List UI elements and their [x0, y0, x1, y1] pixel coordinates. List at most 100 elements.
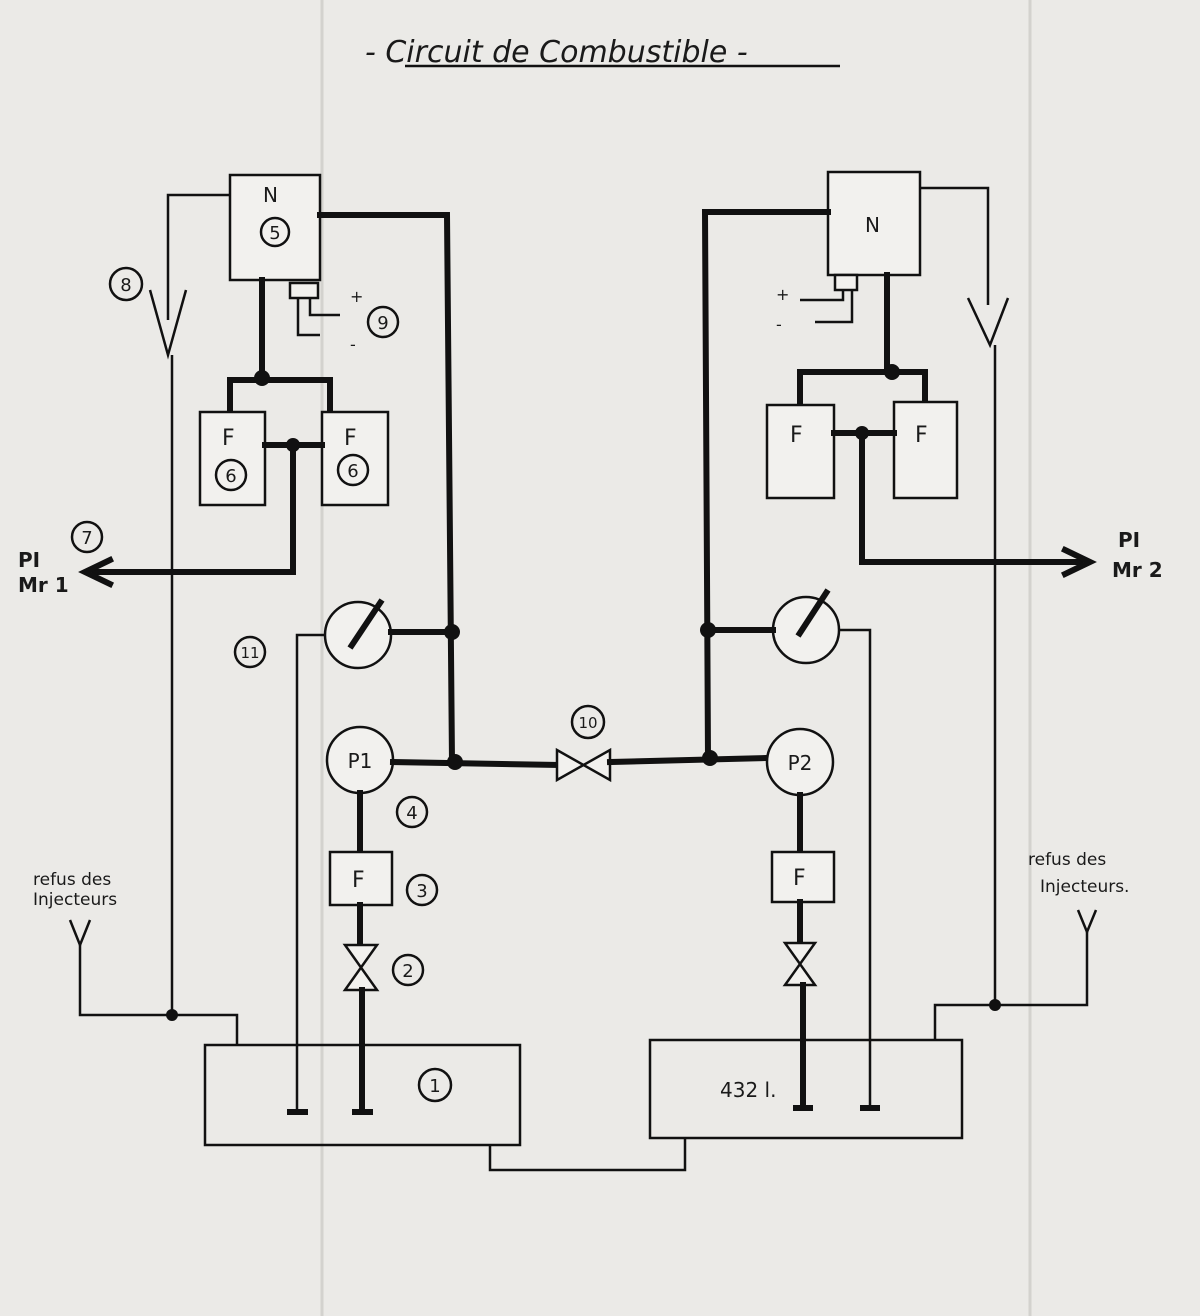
pipe	[797, 369, 928, 408]
wire	[800, 290, 845, 302]
arrow-right-icon	[1060, 545, 1097, 579]
filter-label: F	[793, 866, 806, 891]
filter-f-right-b	[892, 400, 959, 500]
filter-label: F	[790, 423, 803, 448]
gauge-right	[771, 595, 841, 665]
return-funnel-icon	[966, 297, 1010, 349]
junction	[254, 370, 270, 386]
crossfeed: 10	[389, 704, 771, 1172]
arrow-left-icon	[78, 555, 115, 589]
callout-5: 5	[269, 223, 280, 244]
callout-2: 2	[402, 961, 413, 982]
regulator-n-right	[826, 170, 922, 277]
callout-circle	[405, 873, 439, 907]
regulator-label: N	[865, 213, 880, 237]
pump-label: P2	[788, 751, 813, 775]
callout-3: 3	[416, 881, 427, 902]
junction	[989, 999, 1001, 1011]
callout-6: 6	[225, 466, 236, 487]
junction	[166, 1009, 178, 1021]
tank-right	[648, 1038, 964, 1140]
reject-label: refus des	[1028, 850, 1106, 870]
filter-f-left-main	[328, 850, 394, 907]
reject-label: refus des	[33, 870, 111, 890]
tank-left	[203, 1043, 522, 1147]
solenoid-right	[833, 273, 859, 292]
callout-circle	[336, 453, 370, 487]
plus-sign: +	[776, 285, 789, 304]
plus-sign: +	[350, 287, 363, 306]
junction	[700, 622, 716, 638]
return-funnel-icon	[148, 289, 188, 360]
outlet-label: Mr 2	[1112, 558, 1163, 582]
crossfeed-valve-icon	[555, 747, 612, 783]
outlet-label: Mr 1	[18, 573, 69, 597]
valve-icon	[782, 941, 818, 987]
tank-capacity: 432 l.	[720, 1078, 776, 1102]
filter-label: F	[344, 426, 357, 451]
junction	[444, 624, 460, 640]
pipe	[92, 442, 296, 575]
callout-1: 1	[429, 1076, 440, 1097]
callout-circle	[391, 953, 425, 987]
callout-circle	[570, 704, 606, 740]
wire	[815, 290, 854, 324]
junction	[884, 364, 900, 380]
callout-8: 8	[120, 275, 131, 296]
minus-sign: -	[350, 335, 356, 354]
callout-circle	[214, 458, 248, 492]
filter-f-left-b	[320, 410, 390, 507]
callout-6: 6	[347, 461, 358, 482]
reject-label: Injecteurs	[33, 890, 117, 910]
callout-circle	[233, 635, 267, 669]
regulator-label: N	[263, 183, 278, 207]
filter-label: F	[915, 423, 928, 448]
pipe	[859, 430, 1083, 565]
tank-link	[488, 1138, 687, 1172]
gauge-needle-icon	[347, 598, 385, 650]
callout-circle	[366, 305, 400, 339]
callout-9: 9	[377, 313, 388, 334]
callout-circle	[259, 216, 291, 248]
callout-circle	[108, 266, 144, 302]
wire	[308, 298, 340, 317]
callout-circle	[70, 520, 104, 554]
callout-circle	[417, 1067, 453, 1103]
callout-10: 10	[578, 714, 597, 732]
pipe	[389, 758, 561, 769]
minus-sign: -	[776, 315, 782, 334]
reject-line	[78, 945, 239, 1045]
callout-11: 11	[240, 644, 259, 662]
reject-label: Injecteurs.	[1040, 877, 1129, 897]
regulator-n-left	[228, 173, 322, 282]
filter-f-right-main	[770, 850, 836, 904]
left-circuit: N 5 8 + - 9 F F 6 6 7 PI Mr 1	[18, 173, 522, 1147]
filter-label: F	[352, 868, 365, 893]
return-pipe	[839, 628, 872, 1108]
pipe	[317, 212, 456, 766]
callout-4: 4	[406, 803, 417, 824]
callout-circle	[395, 795, 429, 829]
right-circuit: N + - F F PI Mr 2 P2 F	[648, 170, 1163, 1140]
return-pipe	[295, 633, 325, 1112]
outlet-label: PI	[18, 548, 40, 572]
pipe	[606, 754, 771, 766]
pipe	[227, 377, 333, 415]
reject-funnel-icon	[1076, 909, 1098, 936]
filter-f-right-a	[765, 403, 836, 500]
reject-funnel-icon	[68, 919, 92, 949]
diagram-title: - Circuit de Combustible -	[365, 35, 748, 70]
return-line	[166, 193, 230, 320]
pipe	[701, 209, 831, 762]
outlet-label: PI	[1118, 528, 1140, 552]
return-line	[920, 186, 990, 305]
valve-icon	[342, 943, 380, 992]
wire	[296, 298, 320, 337]
filter-label: F	[222, 426, 235, 451]
solenoid-left	[288, 281, 320, 300]
pump-label: P1	[348, 749, 373, 773]
gauge-needle-icon	[795, 588, 831, 638]
callout-7: 7	[81, 528, 92, 549]
